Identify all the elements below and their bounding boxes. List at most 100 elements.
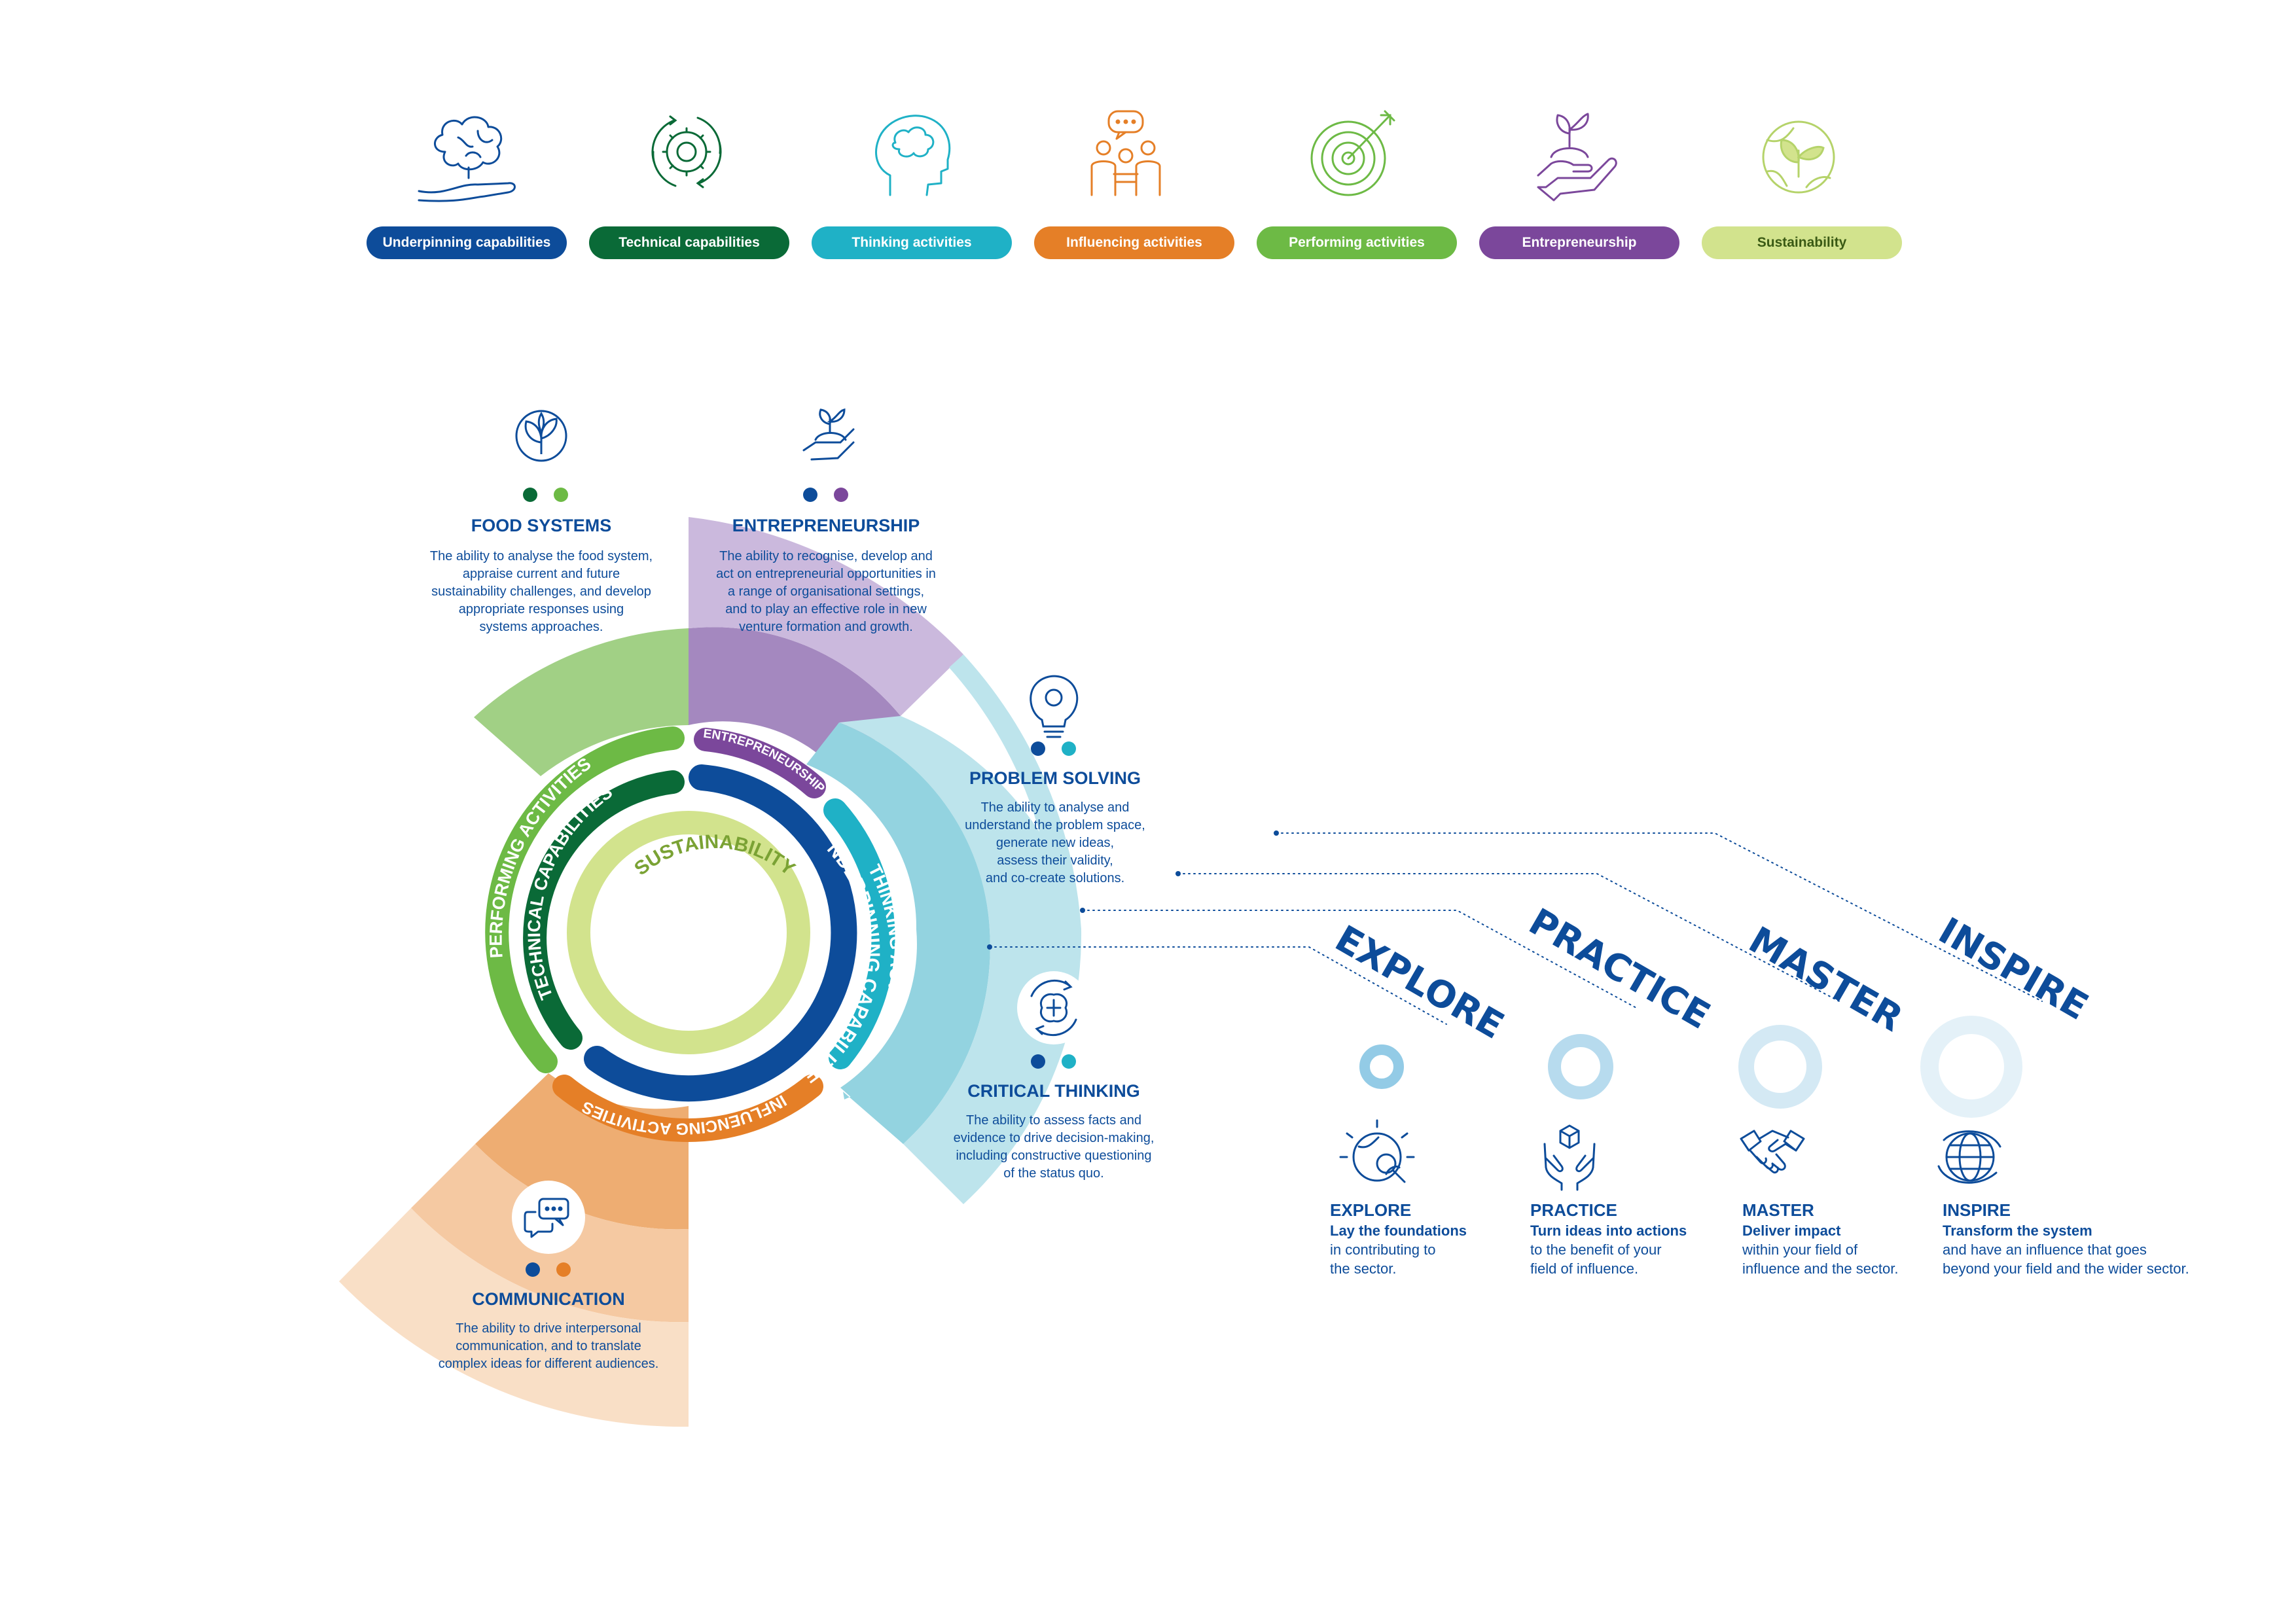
stage-subtitle: Turn ideas into actions (1530, 1222, 1687, 1239)
legend-label: Entrepreneurship (1522, 235, 1636, 250)
plant-hand-icon (1537, 113, 1617, 202)
gear-cycle-icon (651, 115, 722, 188)
plant-hand-icon (802, 408, 855, 461)
segment-line: complex ideas for different audiences. (439, 1357, 659, 1371)
dot-entrepreneurship (834, 488, 848, 502)
dot-thinking (1062, 741, 1076, 756)
segment-food-systems: FOOD SYSTEMS The ability to analyse the … (430, 410, 653, 634)
ring-entrepreneurship (694, 728, 826, 798)
segment-title: ENTREPRENEURSHIP (732, 516, 920, 535)
wheel-rings (485, 726, 895, 1142)
sector-problem-solving-inner (806, 722, 990, 929)
segment-title: COMMUNICATION (472, 1289, 624, 1309)
dot-underpinning (526, 1262, 540, 1277)
segment-line: venture formation and growth. (739, 620, 913, 634)
segment-line: including constructive questioning (956, 1149, 1151, 1163)
connector-inspire (1276, 832, 2043, 1002)
leaf-globe-icon (1762, 120, 1835, 194)
stage-subtitle: Deliver impact (1742, 1222, 1841, 1239)
legend-pill-underpinning: Underpinning capabilities (367, 226, 567, 259)
stage-line: beyond your field and the wider sector. (1943, 1260, 2189, 1277)
dot-influencing (556, 1262, 571, 1277)
stage-word: MASTER (1742, 919, 1910, 1041)
hands-cube-icon (1543, 1124, 1596, 1191)
connector-dot (987, 944, 992, 950)
segment-problem-solving: PROBLEM SOLVING The ability to analyse a… (965, 675, 1145, 885)
brain-cycle-icon (1030, 979, 1077, 1037)
stage-line: and have an influence that goes (1943, 1241, 2147, 1258)
stage-word: PRACTICE (1522, 901, 1717, 1038)
speech-group-icon (1090, 110, 1161, 196)
segment-title: FOOD SYSTEMS (471, 516, 612, 535)
stage-explore: EXPLORE EXPLORE Lay the foundations in c… (1328, 918, 1511, 1277)
segment-line: The ability to recognise, develop and (719, 549, 933, 563)
connector-dot (1080, 908, 1085, 913)
segment-line: assess their validity, (997, 853, 1113, 868)
legend-pill-bg (367, 226, 567, 259)
connector-explore (989, 946, 1447, 1025)
legend-label: Thinking activities (852, 235, 971, 250)
ring-performing (485, 726, 685, 1073)
connector-dot (1175, 871, 1181, 876)
stage-title: MASTER (1742, 1200, 1814, 1220)
stage-word: EXPLORE (1328, 918, 1511, 1048)
dot-underpinning (1031, 1054, 1045, 1069)
segment-entrepreneurship: ENTREPRENEURSHIP The ability to recognis… (716, 408, 936, 634)
ring-influencing (552, 1075, 823, 1142)
segment-line: understand the problem space, (965, 818, 1145, 832)
dot-thinking (1062, 1054, 1076, 1069)
stage-master: MASTER MASTER Deliver impact within your… (1738, 919, 1910, 1277)
stage-ring (1738, 1025, 1822, 1109)
stage-title: EXPLORE (1330, 1200, 1411, 1220)
connector-lines (989, 832, 2043, 1025)
legend-label: Technical capabilities (619, 235, 760, 250)
stage-line: in contributing to (1330, 1241, 1435, 1258)
segment-line: of the status quo. (1003, 1166, 1103, 1181)
globe-magnifier-icon (1339, 1119, 1415, 1183)
segment-line: and to play an effective role in new (725, 602, 927, 616)
segment-title: CRITICAL THINKING (967, 1081, 1140, 1101)
sector-communication-outer (339, 1208, 689, 1427)
stage-practice: PRACTICE PRACTICE Turn ideas into action… (1522, 901, 1717, 1277)
stage-inspire: INSPIRE INSPIRE Transform the system and… (1920, 910, 2189, 1277)
stage-line: within your field of (1742, 1241, 1858, 1258)
head-brain-icon (875, 115, 951, 196)
dot-technical (523, 488, 537, 502)
globe-icon (1937, 1130, 2001, 1184)
stage-line: field of influence. (1530, 1260, 1638, 1277)
segment-line: generate new ideas, (996, 836, 1114, 850)
stage-subtitle: Transform the system (1943, 1222, 2092, 1239)
legend-label: Sustainability (1757, 235, 1847, 250)
target-arrow-icon (1310, 110, 1395, 196)
brain-hand-icon (418, 116, 516, 202)
legend-pill-influencing: Influencing activities (1034, 226, 1234, 259)
icon-badge (512, 1181, 585, 1254)
leaf-seal-icon (515, 410, 567, 462)
stage-subtitle: Lay the foundations (1330, 1222, 1467, 1239)
dot-performing (554, 488, 568, 502)
lightbulb-icon (1030, 675, 1079, 738)
stage-title: PRACTICE (1530, 1200, 1617, 1220)
segment-line: The ability to analyse and (981, 800, 1130, 815)
segment-line: The ability to drive interpersonal (456, 1321, 641, 1336)
legend-label: Underpinning capabilities (383, 235, 551, 250)
dot-underpinning (1031, 741, 1045, 756)
segment-line: appropriate responses using (459, 602, 624, 616)
legend-pill-sustainability: Sustainability (1702, 226, 1902, 259)
ring-underpinning (584, 764, 857, 1102)
ring-thinking (823, 798, 895, 1069)
segment-line: systems approaches. (480, 620, 603, 634)
segment-line: appraise current and future (463, 567, 620, 581)
segment-title: PROBLEM SOLVING (969, 768, 1141, 788)
legend-pill-entrepreneurship: Entrepreneurship (1479, 226, 1679, 259)
handshake-icon (1740, 1130, 1805, 1174)
chat-bubbles-icon (524, 1198, 569, 1238)
stage-ring (1920, 1016, 2022, 1118)
stage-ring (1359, 1044, 1404, 1089)
sector-problem-solving-outer (839, 716, 1081, 929)
stage-line: the sector. (1330, 1260, 1397, 1277)
connector-master (1177, 873, 1840, 1002)
connector-dot (1274, 830, 1279, 836)
stage-line: influence and the sector. (1742, 1260, 1899, 1277)
